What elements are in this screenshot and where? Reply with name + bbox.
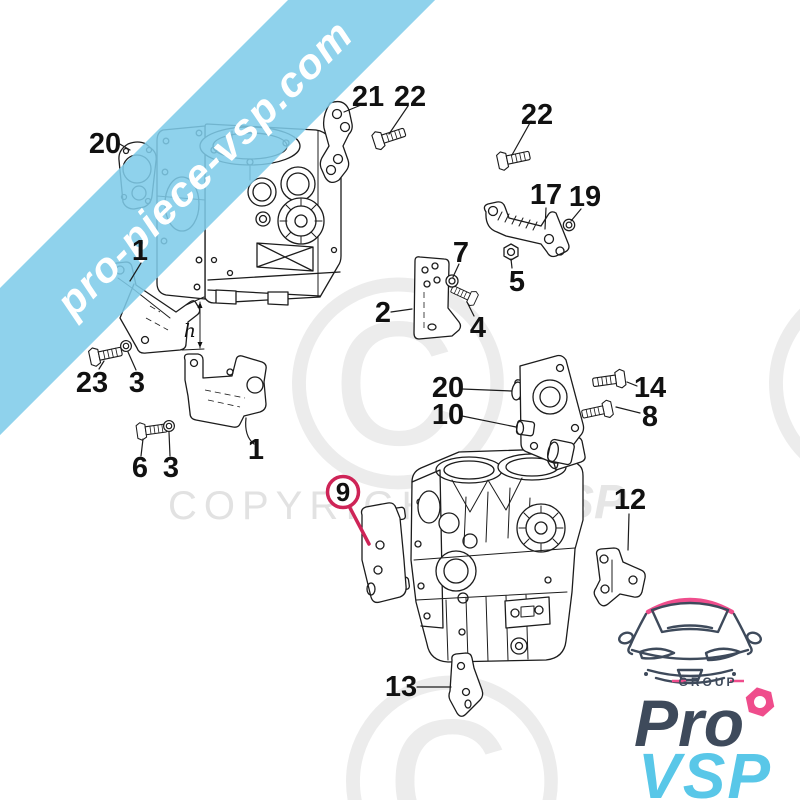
callout-1-upper-label: 1 <box>132 235 148 267</box>
highlight-leader <box>347 504 371 546</box>
group-label: GROUP <box>678 675 737 689</box>
bolt-8-part <box>579 398 615 424</box>
callout-21-label: 21 <box>352 81 384 113</box>
l-bracket-part <box>413 256 462 340</box>
ribbon-band <box>0 0 611 475</box>
leader-lines <box>98 102 641 688</box>
highlight-callout-9: 9 <box>325 474 371 546</box>
nut-5-part <box>503 243 519 261</box>
callout-5-label: 5 <box>509 266 525 298</box>
bolt-14-part <box>591 368 627 393</box>
callout-10-label: 10 <box>432 399 464 431</box>
callout-2-label: 2 <box>375 297 391 329</box>
callout-3-upper-label: 3 <box>129 367 145 399</box>
flag-bracket-part <box>593 547 646 607</box>
brand-vsp-text: VSP <box>638 740 772 800</box>
side-plate-part <box>360 502 411 604</box>
callout-22-right-label: 22 <box>521 99 553 131</box>
washer-3-upper-part <box>120 340 132 352</box>
nut-19-part <box>562 218 576 232</box>
bracket-lower-part <box>183 353 267 428</box>
callout-9-label: 9 <box>336 477 350 507</box>
callout-3-lower-label: 3 <box>163 452 179 484</box>
callout-17-label: 17 <box>530 179 562 211</box>
callout-1-lower-label: 1 <box>248 434 264 466</box>
dimension-h-label: h <box>184 320 196 342</box>
callout-23-label: 23 <box>76 367 108 399</box>
callout-19-label: 19 <box>569 181 601 213</box>
fin-bracket-part <box>448 652 484 717</box>
callout-20-gasket-label: 20 <box>89 128 121 160</box>
hex-nut-icon <box>745 687 775 717</box>
brand-pro-text: Pro <box>634 686 744 760</box>
callout-22-left-label: 22 <box>394 81 426 113</box>
washer-7-part <box>445 274 459 288</box>
callout-labels: 20 21 22 22 17 19 7 5 4 2 1 23 3 6 3 1 2… <box>76 81 666 703</box>
dimension-h: h <box>181 296 205 351</box>
copyright-symbol-icon: © <box>764 215 800 551</box>
callout-4-label: 4 <box>470 312 486 344</box>
callout-13-label: 13 <box>385 671 417 703</box>
callout-14-label: 14 <box>634 372 666 404</box>
group-badge: GROUP <box>672 675 744 689</box>
bolt-22-left-part <box>370 122 409 152</box>
car-sketch-icon <box>618 597 762 685</box>
callout-8-label: 8 <box>642 401 658 433</box>
washer-3-lower-part <box>163 420 175 432</box>
link-plate-part <box>319 100 353 184</box>
mount-arm-drawing <box>511 354 585 466</box>
callout-12-label: 12 <box>614 484 646 516</box>
highlight-circle <box>325 474 361 510</box>
bolt-23-part <box>87 341 125 368</box>
callout-7-label: 7 <box>453 237 469 269</box>
support-bar-part <box>483 201 570 258</box>
callout-20-bushing-label: 20 <box>432 372 464 404</box>
callout-6-label: 6 <box>132 452 148 484</box>
brand-logo: GROUP Pro VSP <box>618 597 775 800</box>
bolt-22-right-part <box>495 145 533 172</box>
bolt-6-part <box>135 418 169 442</box>
lower-engine-drawing <box>410 436 586 663</box>
